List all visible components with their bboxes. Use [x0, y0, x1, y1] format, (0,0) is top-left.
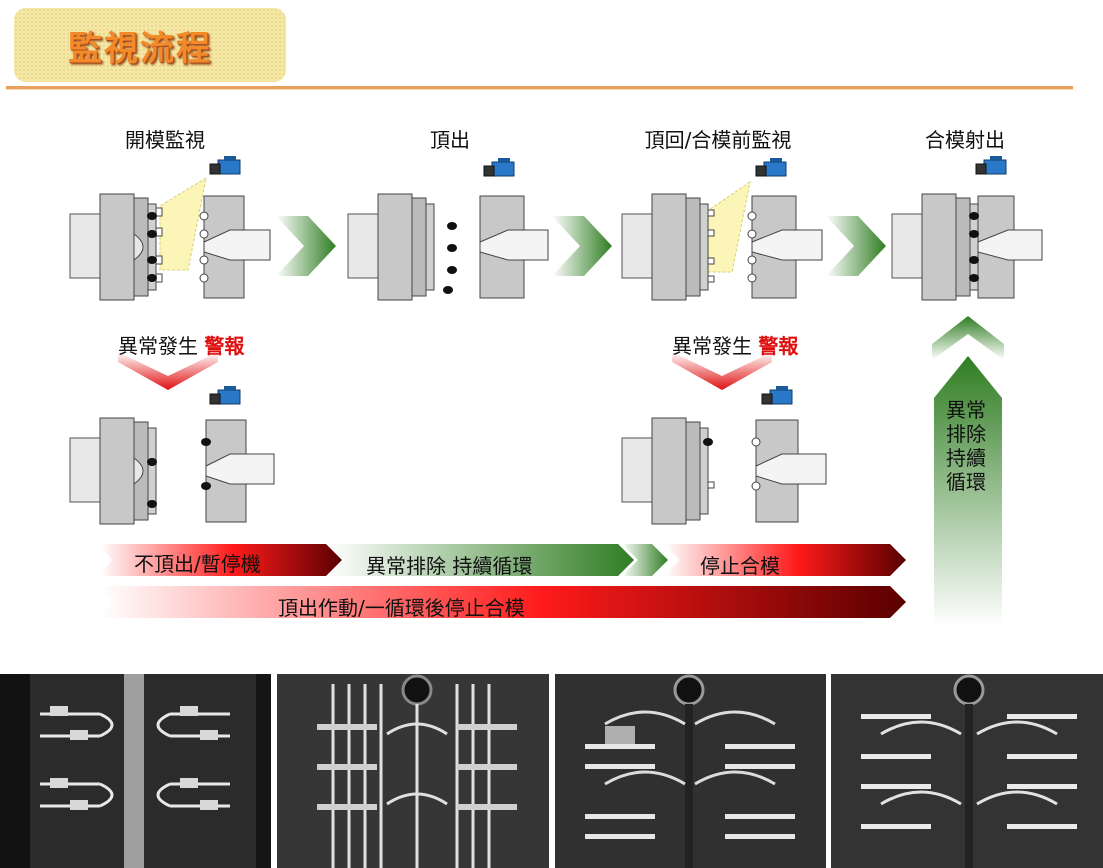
down-arrow-red [118, 352, 218, 390]
mold-photo-2 [277, 674, 549, 868]
mold-closed-inject [891, 193, 1043, 301]
next-step-arrow [826, 216, 886, 276]
anomaly-label-2: 異常發生 警報 [672, 330, 798, 359]
camera-icon [483, 158, 515, 177]
stage-label-return-monitor: 頂回/合模前監視 [644, 128, 792, 152]
mold-photo-3 [555, 674, 826, 868]
up-arrow-green [932, 316, 1004, 360]
anomaly-prefix: 異常發生 [118, 334, 198, 358]
stage-label-eject: 頂出 [430, 128, 470, 152]
mold-eject [347, 193, 549, 301]
camera-view-cone [705, 180, 751, 273]
mold-return-monitor [621, 193, 823, 301]
page-title: 監視流程 [68, 28, 212, 69]
next-step-arrow [552, 216, 612, 276]
mold-anomaly-1 [69, 417, 275, 525]
down-arrow-red [672, 352, 772, 390]
mold-anomaly-2 [621, 417, 827, 525]
process-diagram [69, 156, 1043, 626]
camera-icon [761, 386, 793, 405]
continue-loop-arrow [934, 356, 1002, 626]
camera-icon [975, 156, 1007, 175]
band-label-eject-stop: 頂出作動/一循環後停止合模 [278, 596, 525, 620]
next-step-arrow [276, 216, 336, 276]
camera-icon [755, 158, 787, 177]
camera-icon [209, 386, 241, 405]
anomaly-prefix: 異常發生 [672, 334, 752, 358]
stage-label-close-inject: 合模射出 [925, 128, 1005, 152]
anomaly-label-1: 異常發生 警報 [118, 330, 244, 359]
band-clear-continue [328, 544, 634, 576]
vertical-label-continue: 異常排除 持續循環 [946, 398, 986, 494]
band-label-stop-close: 停止合模 [700, 554, 780, 578]
mold-photo-4 [831, 674, 1103, 868]
mold-open-monitor [69, 193, 271, 301]
band-clear-arrow [622, 544, 668, 576]
alarm-text: 警報 [758, 334, 799, 358]
band-label-clear-continue: 異常排除 持續循環 [366, 554, 533, 578]
title-divider [6, 86, 1073, 90]
band-eject-stop [100, 586, 906, 618]
title-panel: 監視流程 [14, 8, 286, 82]
mold-photo-1 [0, 674, 271, 868]
band-label-stop-eject: 不頂出/暫停機 [134, 552, 261, 576]
camera-view-cone [159, 176, 207, 271]
stage-label-open-monitor: 開模監視 [125, 128, 205, 152]
alarm-text: 警報 [204, 334, 245, 358]
camera-icon [209, 156, 241, 175]
band-stop-close [664, 544, 906, 576]
band-stop-eject [100, 544, 342, 576]
